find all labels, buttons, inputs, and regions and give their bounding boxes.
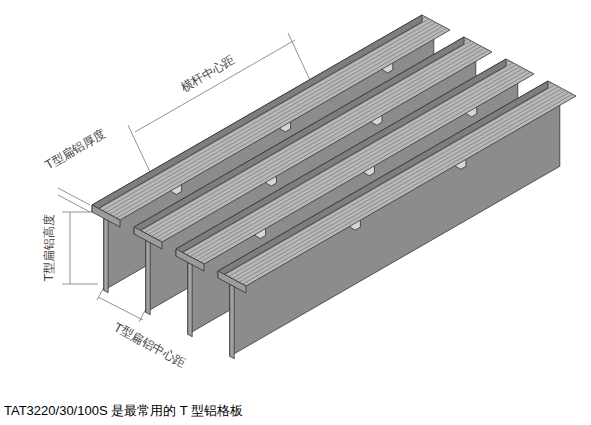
web-front (104, 218, 108, 292)
flange-groove (243, 94, 573, 284)
t-bars (92, 15, 576, 359)
flange-side (218, 81, 548, 278)
web-front (188, 262, 192, 336)
flange-top (218, 81, 576, 286)
flange-groove (225, 85, 555, 275)
dimension-label: 横杆中心距 (179, 53, 238, 94)
flange-front (218, 271, 246, 293)
t-bar (218, 81, 576, 359)
flange-groove (232, 89, 562, 279)
flange-groove (229, 87, 559, 277)
flange-front (92, 205, 120, 227)
web-front (230, 284, 234, 358)
flange-groove (236, 90, 566, 280)
dimension-label: T型扁铝高度 (43, 214, 56, 281)
flange-front (176, 249, 204, 271)
dimension-label: T型扁铝中心距 (112, 322, 188, 371)
flange-groove (239, 92, 569, 282)
flange-front (134, 227, 162, 249)
dimension-label: T型扁铝厚度 (44, 127, 109, 172)
caption: TAT3220/30/100S 是最常用的 T 型铝格板 (4, 402, 243, 420)
web-front (146, 240, 150, 314)
